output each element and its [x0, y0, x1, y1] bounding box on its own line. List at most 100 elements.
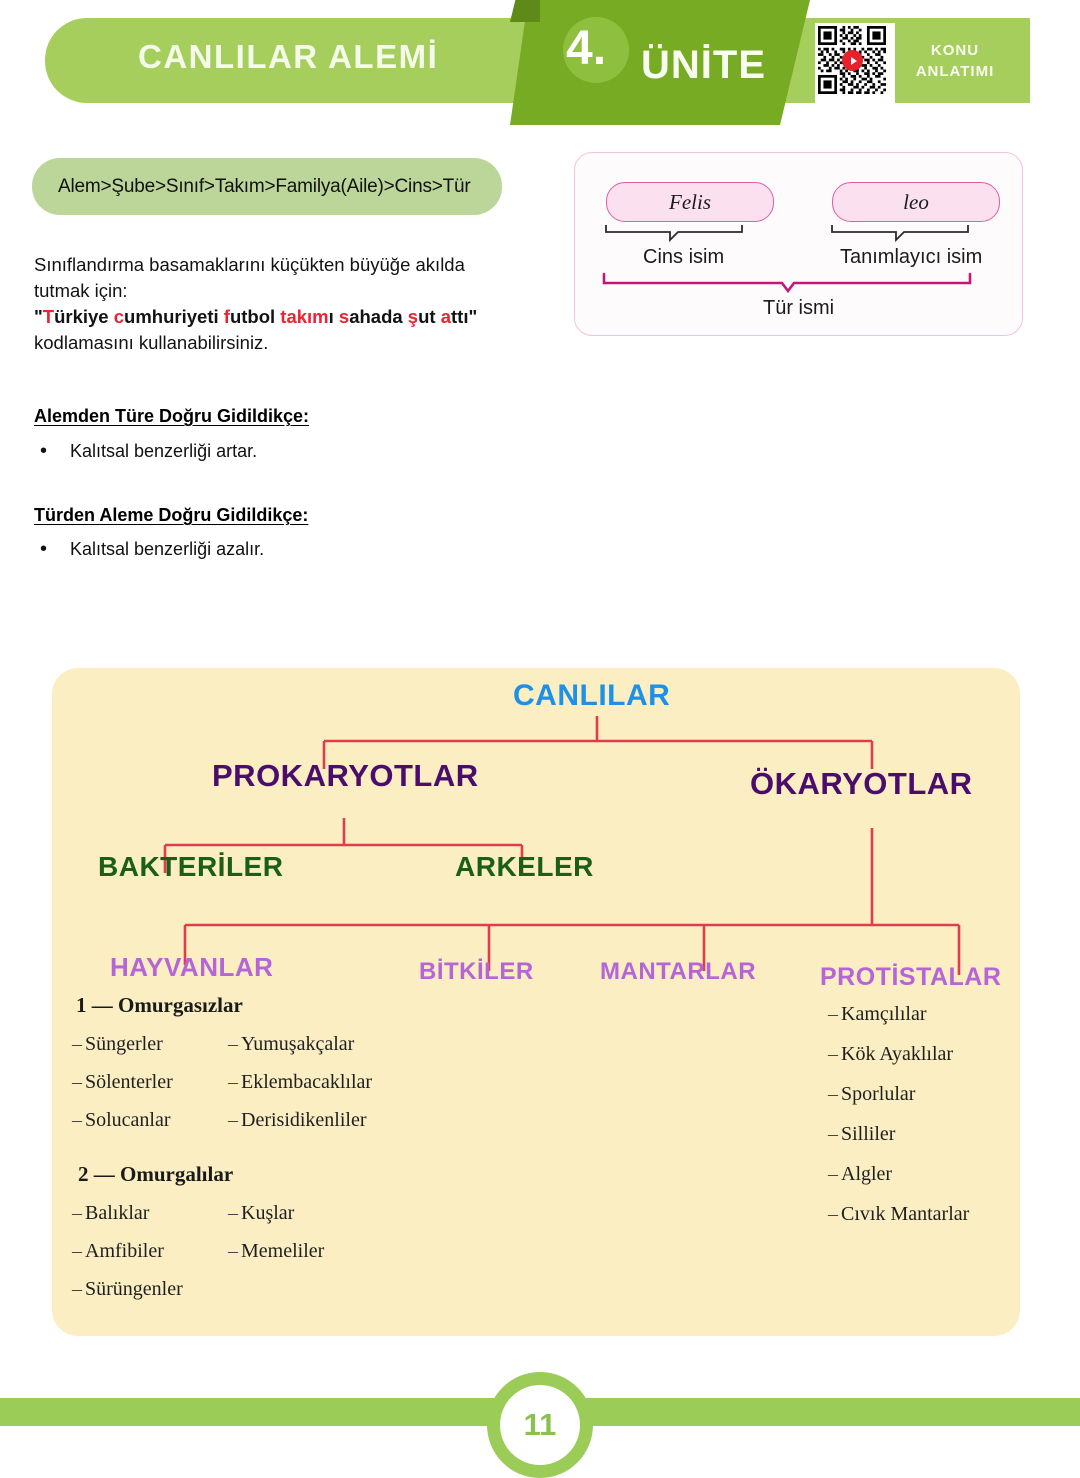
protist-leaf-item: –Kök Ayaklılar [828, 1043, 953, 1066]
mnemonic-text: utbol [229, 306, 281, 327]
page-title: CANLILAR ALEMİ [138, 38, 439, 75]
intro-line-2: tutmak için: [34, 280, 128, 301]
leaf-dash-icon: – [72, 1033, 82, 1055]
binomial-braces-svg [602, 225, 972, 294]
tree-node-arkeler: ARKELER [455, 851, 594, 882]
leaf-label: Amfibiler [85, 1240, 164, 1262]
leaf-label: Kamçılılar [841, 1003, 927, 1025]
leaf-dash-icon: – [828, 1083, 838, 1105]
rule-item-turden-aleme: •Kalıtsal benzerliği azalır. [40, 538, 264, 561]
leaf-label: Silliler [841, 1123, 896, 1145]
leaf-dash-icon: – [228, 1240, 238, 1262]
konu-line-2: ANLATIMI [915, 63, 995, 80]
leaf-label: Yumuşakçalar [241, 1033, 355, 1055]
animal-leaf-item: –Yumuşakçalar [228, 1033, 354, 1056]
tree-connectors-svg [163, 716, 961, 975]
leaf-label: Balıklar [85, 1202, 150, 1224]
species-chip: leo [832, 182, 1000, 222]
mnemonic-text: ahada [349, 306, 408, 327]
mnemonic-text: ttı" [451, 306, 478, 327]
rule-item-text: Kalıtsal benzerliği artar. [70, 441, 258, 461]
animal-group-title-omurgalilar: 2 — Omurgalılar [78, 1162, 234, 1186]
tree-node-canlilar: CANLILAR [513, 679, 671, 712]
label-tur-ismi: Tür ismi [763, 297, 835, 319]
protist-leaf-item: –Kamçılılar [828, 1003, 927, 1026]
intro-line-1: Sınıflandırma basamaklarını küçükten büy… [34, 254, 465, 275]
animal-leaf-item: –Kuşlar [228, 1202, 294, 1225]
mnemonic-highlight: takım [280, 306, 329, 327]
rule-item-alemden-ture: • Kalıtsal benzerliği artar. [40, 440, 257, 463]
unit-ribbon-fold [510, 0, 540, 22]
animal-leaf-item: –Solucanlar [72, 1109, 171, 1132]
leaf-dash-icon: – [828, 1203, 838, 1225]
brace-genus [605, 225, 743, 243]
bullet-icon: • [40, 538, 48, 560]
mnemonic-highlight: T [42, 306, 55, 327]
leaf-label: Algler [841, 1163, 893, 1185]
unit-number: 4. [566, 22, 607, 75]
taxonomy-hierarchy-pill: Alem>Şube>Sınıf>Takım>Familya(Aile)>Cins… [32, 158, 502, 215]
leaf-dash-icon: – [72, 1240, 82, 1262]
leaf-dash-icon: – [228, 1109, 238, 1131]
tree-node-okaryotlar: ÖKARYOTLAR [750, 766, 973, 801]
protist-leaf-item: –Cıvık Mantarlar [828, 1203, 969, 1226]
label-tanimlayici-isim: Tanımlayıcı isim [840, 246, 983, 268]
protist-leaf-item: –Algler [828, 1163, 892, 1186]
leaf-label: Sürüngenler [85, 1278, 183, 1300]
mnemonic-highlight: s [338, 306, 350, 327]
leaf-dash-icon: – [228, 1033, 238, 1055]
leaf-dash-icon: – [72, 1109, 82, 1131]
bullet-icon: • [40, 440, 48, 462]
genus-chip: Felis [606, 182, 774, 222]
mnemonic-sentence: "Türkiye cumhuriyeti futbol takımı sahad… [34, 304, 534, 330]
leaf-label: Derisidikenliler [241, 1109, 367, 1131]
konu-line-1: KONU [930, 42, 980, 59]
intro-paragraph: Sınıflandırma basamaklarını küçükten büy… [34, 252, 534, 356]
leaf-dash-icon: – [828, 1003, 838, 1025]
mnemonic-text: ut [418, 306, 441, 327]
animal-leaf-item: –Memeliler [228, 1240, 324, 1263]
protist-leaf-item: –Silliler [828, 1123, 895, 1146]
tree-node-protistalar: PROTİSTALAR [820, 963, 1002, 991]
leaf-label: Süngerler [85, 1033, 163, 1055]
animal-leaf-item: –Eklembacaklılar [228, 1071, 372, 1094]
tree-node-prokaryotlar: PROKARYOTLAR [212, 758, 479, 793]
brace-descriptor [831, 225, 969, 243]
rule-heading-alemden-ture: Alemden Türe Doğru Gidildikçe: [34, 406, 310, 426]
intro-line-4: kodlamasını kullanabilirsiniz. [34, 332, 269, 353]
animal-leaf-item: –Süngerler [72, 1033, 163, 1056]
leaf-label: Cıvık Mantarlar [841, 1203, 970, 1225]
tree-node-bitkiler: BİTKİLER [419, 958, 534, 985]
page-number-circle: 11 [500, 1385, 580, 1465]
leaf-dash-icon: – [828, 1163, 838, 1185]
unit-number-circle [563, 17, 629, 83]
protist-leaf-item: –Sporlular [828, 1083, 915, 1106]
tree-node-bakteriler: BAKTERİLER [98, 851, 284, 882]
mnemonic-highlight: f [223, 306, 230, 327]
animal-leaf-item: –Sölenterler [72, 1071, 173, 1094]
leaf-dash-icon: – [72, 1071, 82, 1093]
leaf-label: Sölenterler [85, 1071, 173, 1093]
animal-leaf-item: –Sürüngenler [72, 1278, 183, 1301]
leaf-label: Kök Ayaklılar [841, 1043, 954, 1065]
mnemonic-highlight: ş [407, 306, 419, 327]
mnemonic-highlight: c [113, 306, 125, 327]
leaf-dash-icon: – [72, 1202, 82, 1224]
header-band-right-cap [960, 18, 1030, 103]
animal-leaf-item: –Derisidikenliler [228, 1109, 367, 1132]
animal-leaf-item: –Balıklar [72, 1202, 149, 1225]
leaf-dash-icon: – [828, 1123, 838, 1145]
konu-anlatimi-badge: KONU ANLATIMI [900, 40, 1010, 82]
tree-node-mantarlar: MANTARLAR [600, 958, 757, 985]
taxonomy-hierarchy-text: Alem>Şube>Sınıf>Takım>Familya(Aile)>Cins… [58, 175, 471, 197]
leaf-label: Kuşlar [241, 1202, 295, 1224]
rule-heading-turden-aleme: Türden Aleme Doğru Gidildikçe: [34, 505, 309, 525]
animal-group-title-omurgasizlar: 1 — Omurgasızlar [76, 993, 243, 1017]
leaf-label: Eklembacaklılar [241, 1071, 373, 1093]
animal-leaf-item: –Amfibiler [72, 1240, 164, 1263]
page-header: CANLILAR ALEMİ 4. ÜNİTE [0, 0, 1080, 135]
page-number: 11 [523, 1407, 557, 1442]
unit-word: ÜNİTE [641, 43, 766, 87]
leaf-label: Sporlular [841, 1083, 916, 1105]
classification-tree-panel [52, 668, 1020, 1336]
